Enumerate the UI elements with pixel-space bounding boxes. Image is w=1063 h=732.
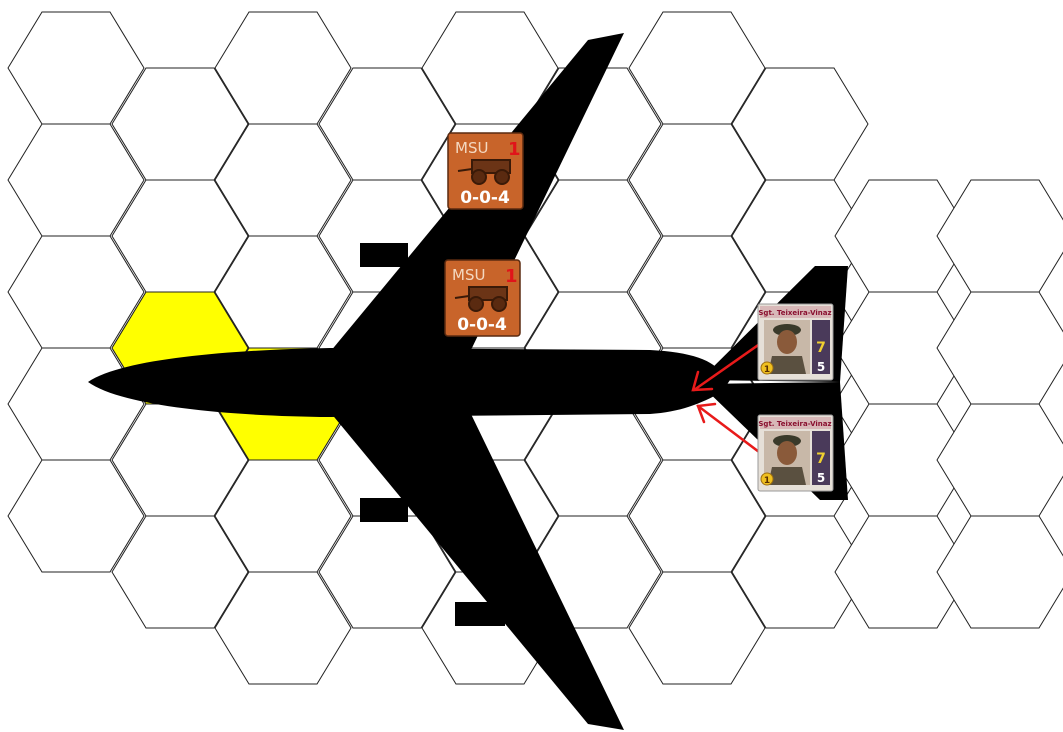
leader-leadership: 5 [817,360,825,374]
leader-name: Sgt. Teixeira-Vinaz [758,309,831,317]
unit-strength-mark: 1 [508,139,521,160]
hex-cell[interactable] [937,404,1063,516]
leader-badge: 1 [764,365,770,375]
unit-factors: 0-0-4 [460,188,510,208]
hex-cell[interactable] [937,292,1063,404]
unit-type-label: MSU [455,139,488,157]
unit-type-label: MSU [452,266,485,284]
unit-factors: 0-0-4 [457,315,507,335]
unit-counter-msu[interactable]: MSU 1 0-0-4 [445,260,520,336]
unit-strength-mark: 1 [505,266,518,287]
leader-name: Sgt. Teixeira-Vinaz [758,420,831,428]
unit-counter-leader[interactable]: Sgt. Teixeira-Vinaz 7 5 1 [758,304,833,380]
unit-counter-leader[interactable]: Sgt. Teixeira-Vinaz 7 5 1 [758,415,833,491]
hex-cell[interactable] [937,516,1063,628]
hex-cell[interactable] [937,180,1063,292]
leader-morale: 7 [816,451,826,467]
unit-counter-msu[interactable]: MSU 1 0-0-4 [448,133,523,209]
leader-leadership: 5 [817,471,825,485]
leader-badge: 1 [764,476,770,486]
leader-morale: 7 [816,340,826,356]
